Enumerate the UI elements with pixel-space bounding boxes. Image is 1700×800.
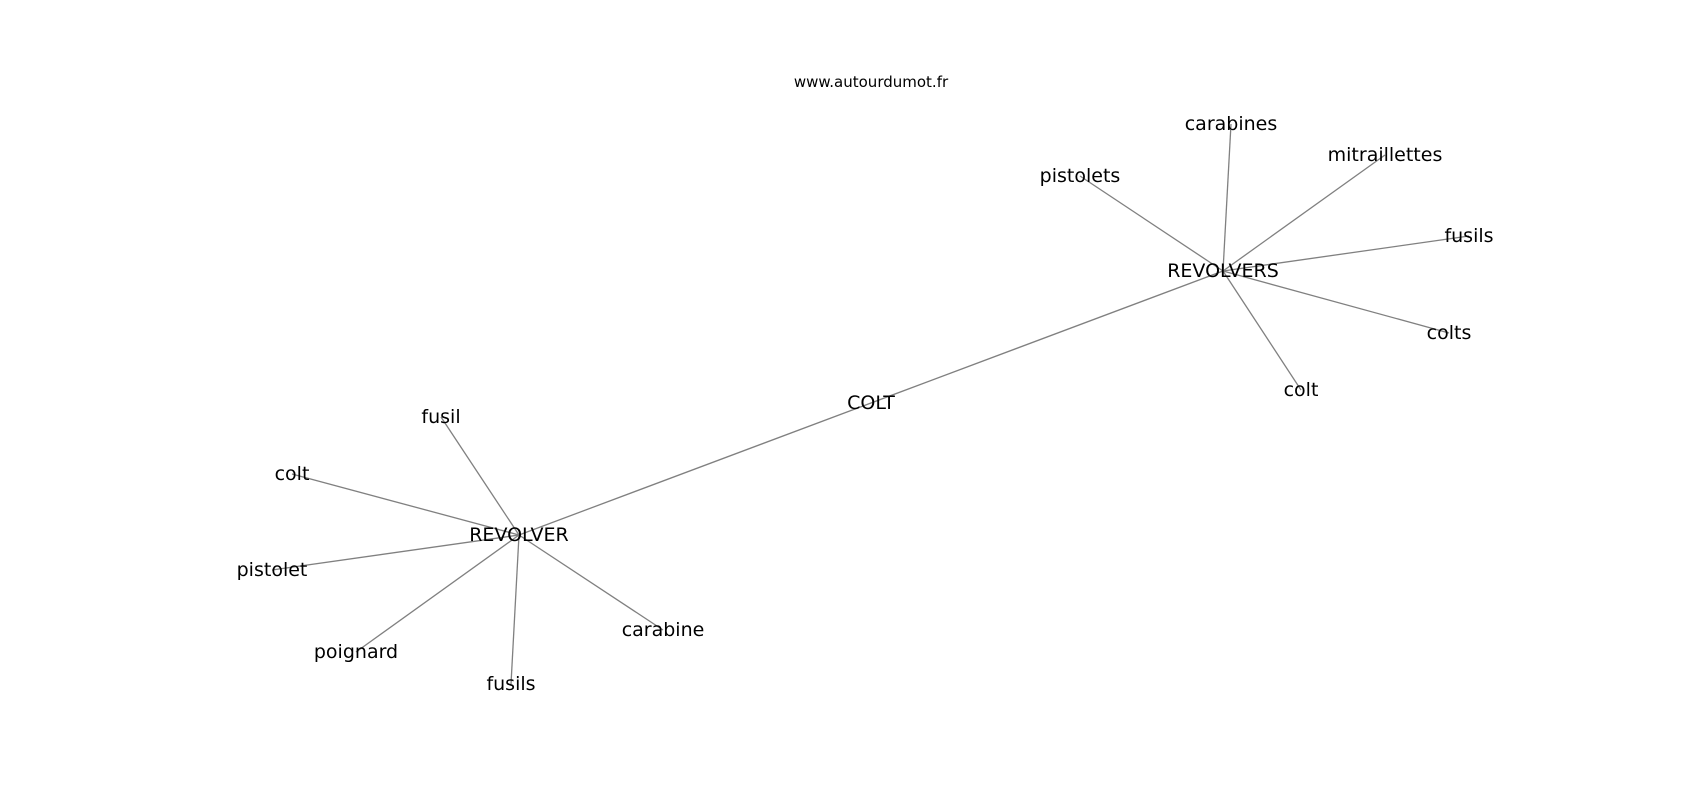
edge-revolver-fusils [510, 534, 520, 685]
node-pistolet[interactable]: pistolet [237, 559, 308, 581]
node-carabine[interactable]: carabine [622, 619, 705, 641]
node-pistolets[interactable]: pistolets [1040, 165, 1121, 187]
node-hub-revolver[interactable]: REVOLVER [469, 524, 569, 546]
edge-revolver-pistolet [271, 534, 520, 571]
node-fusils-left[interactable]: fusils [486, 673, 535, 695]
source-label: www.autourdumot.fr [794, 73, 949, 91]
node-fusils-right[interactable]: fusils [1444, 225, 1493, 247]
edge-revolver-colt [291, 473, 520, 536]
graph-edges [271, 123, 1470, 685]
edge-revolver-carabine [518, 534, 664, 631]
node-colt-left[interactable]: colt [275, 463, 310, 485]
edge-colt-revolver [518, 402, 872, 536]
node-mitraillettes[interactable]: mitraillettes [1328, 144, 1443, 166]
node-fusil[interactable]: fusil [421, 406, 460, 428]
edge-revolver-fusil [440, 416, 520, 536]
edge-revolvers-mitraillettes [1222, 154, 1386, 272]
edge-revolvers-fusils [1222, 235, 1470, 272]
node-hub-revolvers[interactable]: REVOLVERS [1167, 260, 1279, 282]
edge-colt-revolvers [870, 270, 1224, 404]
edge-revolvers-colts [1222, 270, 1450, 334]
node-colts[interactable]: colts [1427, 322, 1472, 344]
node-poignard[interactable]: poignard [314, 641, 398, 663]
edge-revolver-poignard [355, 534, 520, 653]
node-colt-right[interactable]: colt [1284, 379, 1319, 401]
edge-revolvers-pistolets [1079, 175, 1224, 272]
node-center[interactable]: COLT [847, 392, 895, 414]
graph-labels: www.autourdumot.fr COLT REVOLVERS carabi… [237, 73, 1494, 695]
edge-revolvers-carabines [1222, 123, 1232, 272]
node-carabines[interactable]: carabines [1185, 113, 1278, 135]
edge-revolvers-colt [1222, 270, 1302, 391]
